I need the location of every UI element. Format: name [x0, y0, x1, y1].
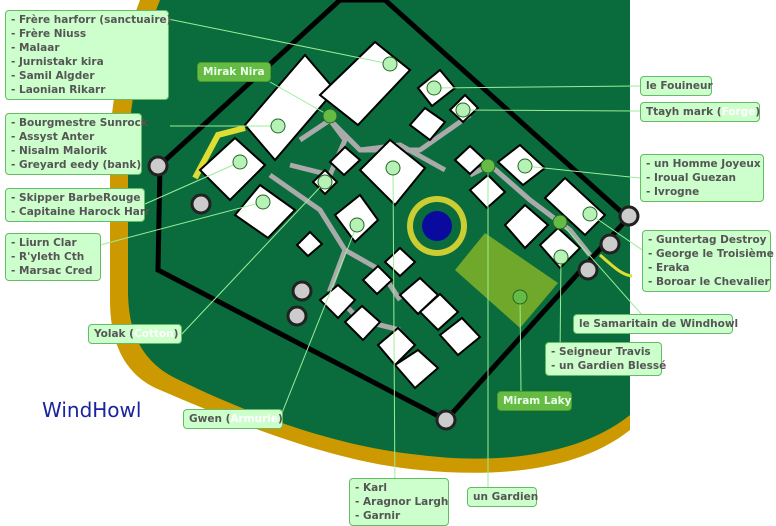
- marker-seigneur: [553, 249, 569, 265]
- label-miram: Miram Laky: [497, 391, 572, 411]
- marker-liurn: [255, 194, 271, 210]
- label-skipper: Skipper BarbeRouge Capitaine Harock Harr: [5, 188, 150, 222]
- npc-name: Yolak (: [94, 328, 134, 340]
- paren-close: ): [173, 328, 179, 340]
- map-title: WindHowl: [42, 398, 142, 422]
- park: [455, 233, 558, 328]
- npc-name: Miram Laky: [503, 395, 572, 407]
- label-homme: un Homme Joyeux Iroual Guezan Ivrogne: [640, 154, 764, 202]
- npc-name: un Homme Joyeux: [646, 157, 761, 171]
- npc-name: Samil Algder: [11, 69, 163, 83]
- npc-name: Seigneur Travis: [551, 345, 656, 359]
- npc-name: Garnir: [355, 509, 443, 523]
- npc-name: George le Troisième: [648, 247, 774, 261]
- label-ttayh: Ttayh mark (Forge): [640, 102, 760, 122]
- npc-name: Greyard eedy (bank): [11, 158, 141, 172]
- fountain: [422, 211, 452, 241]
- npc-name: Laonian Rikarr: [11, 83, 163, 97]
- npc-name: Aragnor Largh: [355, 495, 448, 509]
- marker-samaritain: [552, 214, 568, 230]
- npc-name: Liurn Clar: [11, 236, 95, 250]
- label-fouineur: le Fouineur: [640, 76, 713, 96]
- marker-guntertag: [582, 206, 598, 222]
- npc-name: Eraka: [648, 261, 765, 275]
- marker-ttayh: [455, 102, 471, 118]
- label-guntertag: Guntertag Destroy George le Troisième Er…: [642, 230, 774, 292]
- npc-name: le Fouineur: [646, 80, 713, 92]
- npc-name: R'yleth Cth: [11, 250, 95, 264]
- yellow-path-east: [599, 253, 633, 278]
- marker-yolak: [317, 174, 333, 190]
- npc-name: Capitaine Harock Harr: [11, 205, 150, 219]
- npc-name: Iroual Guezan: [646, 171, 758, 185]
- npc-name: Bourgmestre Sunrock: [11, 116, 148, 130]
- label-yolak: Yolak (Cotton): [88, 324, 182, 344]
- marker-homme: [517, 158, 533, 174]
- npc-name: Gwen (: [189, 413, 231, 425]
- npc-name: Assyst Anter: [11, 130, 136, 144]
- label-mirak: Mirak Nira: [197, 62, 271, 82]
- npc-name: Marsac Cred: [11, 264, 95, 278]
- npc-name: Frère harforr (sanctuaire): [11, 13, 171, 27]
- yellow-path-west: [192, 125, 246, 180]
- npc-name: Guntertag Destroy: [648, 233, 767, 247]
- marker-mirak: [322, 108, 338, 124]
- paren-close: ): [278, 413, 283, 425]
- label-samaritain: le Samaritain de Windhowl: [573, 314, 738, 334]
- paren-close: ): [755, 106, 761, 118]
- wall-towers: [147, 155, 640, 431]
- npc-name: Ivrogne: [646, 185, 758, 199]
- npc-role: Cotton: [133, 328, 174, 340]
- marker-fouineur: [426, 80, 442, 96]
- npc-role: Forge: [721, 106, 756, 118]
- npc-name: un Gardien Blessé: [551, 359, 666, 373]
- npc-name: Ttayh mark (: [646, 106, 722, 118]
- npc-name: un Gardien: [473, 491, 539, 503]
- marker-sanctuaire: [382, 56, 398, 72]
- label-karl: Karl Aragnor Largh Garnir: [349, 478, 449, 526]
- npc-name: Skipper BarbeRouge: [11, 191, 140, 205]
- label-sanctuaire: Frère harforr (sanctuaire) Frère Niuss M…: [5, 10, 171, 100]
- npc-markers: [232, 56, 598, 305]
- npc-name: Frère Niuss: [11, 27, 163, 41]
- npc-name: Malaar: [11, 41, 163, 55]
- npc-name: Boroar le Chevalier: [648, 275, 770, 289]
- leader-lines: [99, 18, 651, 501]
- marker-gardien: [480, 158, 496, 174]
- marker-bourgmestre: [270, 118, 286, 134]
- npc-name: Jurnistakr kira: [11, 55, 163, 69]
- marker-miram: [512, 289, 528, 305]
- label-liurn: Liurn Clar R'yleth Cth Marsac Cred: [5, 233, 101, 281]
- label-gardien: un Gardien: [467, 487, 539, 507]
- label-bourgmestre: Bourgmestre Sunrock Assyst Anter Nisalm …: [5, 113, 148, 175]
- npc-name: le Samaritain de Windhowl: [579, 318, 739, 330]
- npc-role: Armurie: [230, 413, 278, 425]
- label-seigneur: Seigneur Travis un Gardien Blessé: [545, 342, 666, 376]
- marker-skipper: [232, 154, 248, 170]
- npc-name: Karl: [355, 481, 443, 495]
- label-gwen: Gwen (Armurie): [183, 409, 283, 429]
- buildings: [198, 40, 607, 390]
- marker-karl: [385, 160, 401, 176]
- marker-gwen: [349, 217, 365, 233]
- npc-name: Nisalm Malorik: [11, 144, 136, 158]
- npc-name: Mirak Nira: [203, 66, 265, 78]
